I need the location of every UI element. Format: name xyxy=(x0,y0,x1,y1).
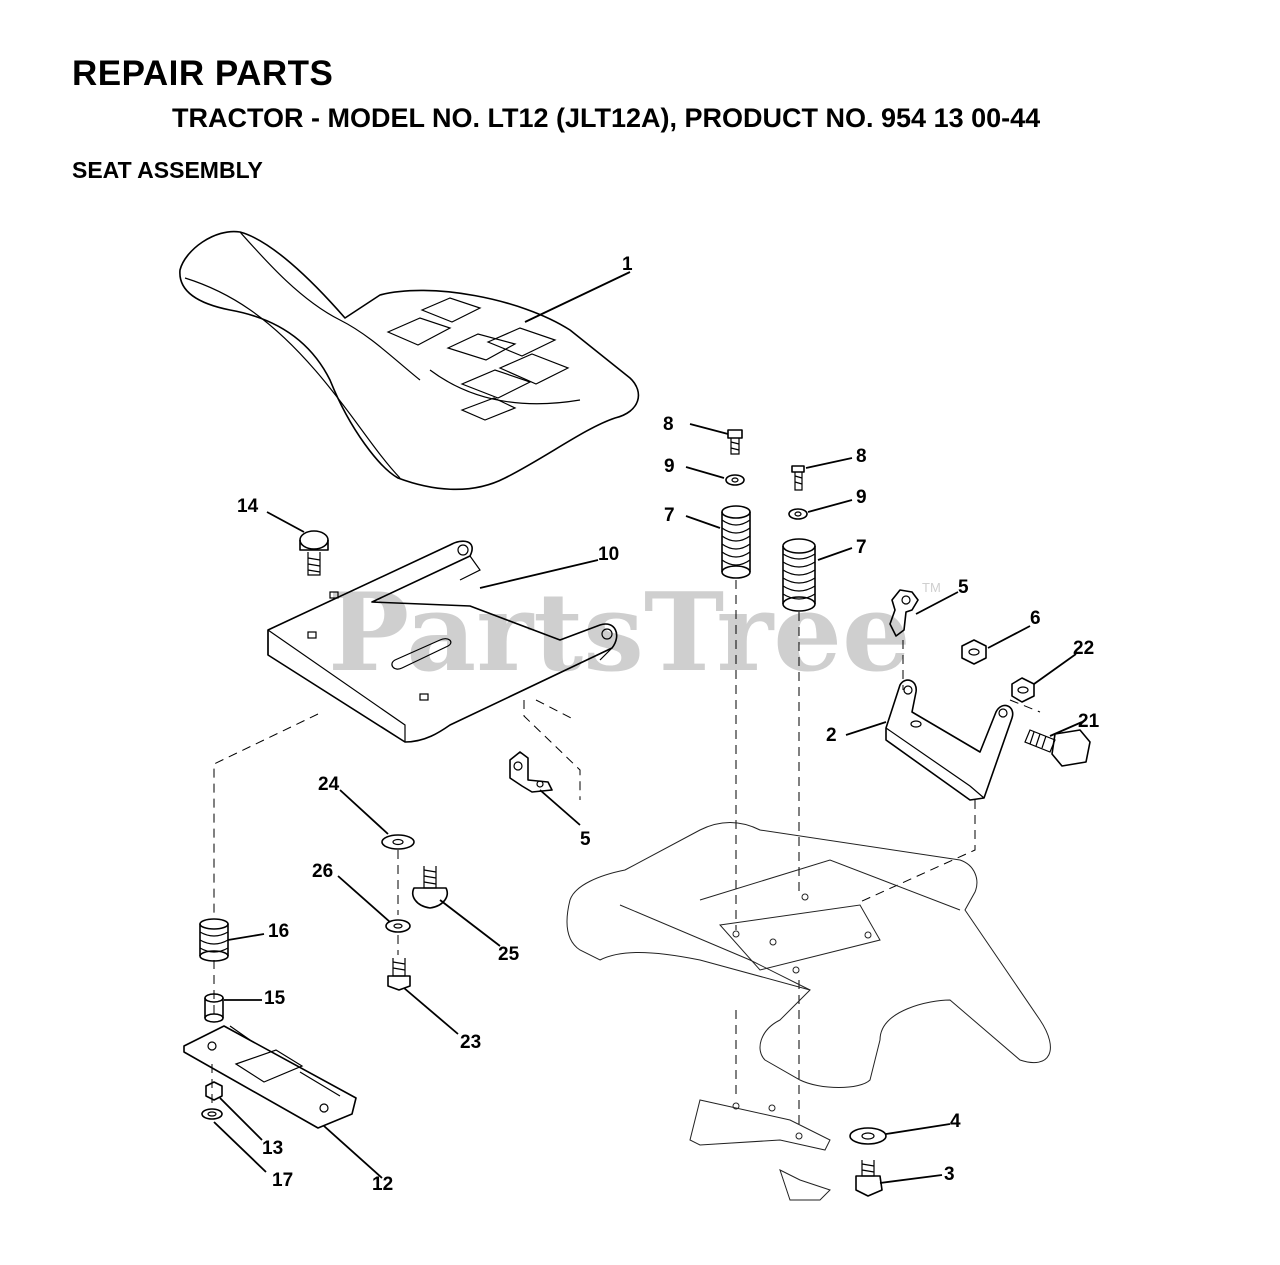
spacer-15 xyxy=(204,993,224,1023)
callout-7-right: 7 xyxy=(856,537,867,558)
callout-8-left: 8 xyxy=(663,414,674,435)
callout-2: 2 xyxy=(826,725,837,746)
washer-17 xyxy=(201,1108,223,1120)
spring-7-right xyxy=(782,538,816,612)
model-line: TRACTOR - MODEL NO. LT12 (JLT12A), PRODU… xyxy=(172,103,1041,133)
callout-4: 4 xyxy=(950,1111,961,1132)
callout-14: 14 xyxy=(237,496,259,517)
callout-5-lower: 5 xyxy=(580,829,591,850)
bracket-2 xyxy=(885,679,1014,801)
callout-3: 3 xyxy=(944,1164,955,1185)
callout-12: 12 xyxy=(372,1174,393,1195)
bolt-23 xyxy=(387,958,411,991)
watermark: PartsTree xyxy=(328,570,911,696)
bolt-21 xyxy=(1024,729,1091,767)
latch-5-upper xyxy=(889,589,919,637)
plate-12 xyxy=(183,1025,357,1129)
callout-22: 22 xyxy=(1073,638,1094,659)
callout-21: 21 xyxy=(1078,711,1100,732)
callout-8-right: 8 xyxy=(856,446,867,467)
mount-bracket xyxy=(689,1099,831,1201)
section-title: SEAT ASSEMBLY xyxy=(72,157,263,183)
callout-7-left: 7 xyxy=(664,505,675,526)
seat-pan-10 xyxy=(267,540,618,743)
washer-24 xyxy=(381,834,415,850)
bolt-14 xyxy=(299,530,329,576)
callout-9-right: 9 xyxy=(856,487,867,508)
spring-7-left xyxy=(721,505,751,579)
callout-13: 13 xyxy=(262,1138,283,1159)
callout-6: 6 xyxy=(1030,608,1041,629)
callout-5-upper: 5 xyxy=(958,577,969,598)
callout-1: 1 xyxy=(622,254,633,275)
bolt-8-left xyxy=(727,429,743,455)
callout-25: 25 xyxy=(498,944,520,965)
bolt-3 xyxy=(855,1160,883,1197)
callout-26: 26 xyxy=(312,861,333,882)
page-title: REPAIR PARTS xyxy=(72,54,334,93)
nut-13 xyxy=(205,1081,223,1101)
washer-26 xyxy=(385,919,411,933)
callout-9-left: 9 xyxy=(664,456,675,477)
bolt-8-right xyxy=(791,465,805,491)
tractor-body xyxy=(566,822,1051,1088)
watermark-trademark: TM xyxy=(922,580,941,595)
bolt-25 xyxy=(412,866,448,909)
callout-17: 17 xyxy=(272,1170,293,1191)
washer-9-right xyxy=(788,508,808,520)
washer-9-left xyxy=(725,474,745,486)
nut-22 xyxy=(1011,677,1035,703)
callout-15: 15 xyxy=(264,988,286,1009)
seat-part xyxy=(179,230,640,491)
callout-10: 10 xyxy=(598,544,619,565)
nut-6 xyxy=(961,639,987,665)
callout-16: 16 xyxy=(268,921,289,942)
callout-24: 24 xyxy=(318,774,340,795)
washer-4 xyxy=(849,1127,887,1145)
latch-5-lower xyxy=(509,751,553,793)
spring-16 xyxy=(199,918,229,962)
callout-23: 23 xyxy=(460,1032,481,1053)
